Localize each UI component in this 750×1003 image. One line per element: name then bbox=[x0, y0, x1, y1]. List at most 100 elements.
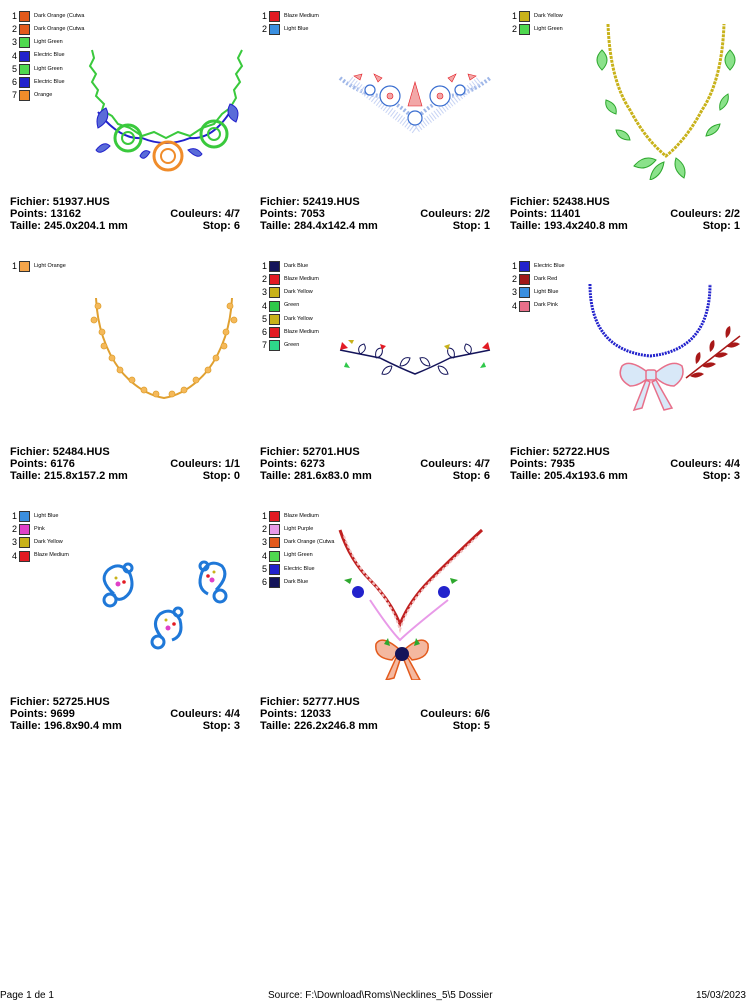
color-name: Dark Blue bbox=[284, 578, 309, 585]
colors-value: 1/1 bbox=[224, 458, 240, 470]
color-name: Electric Blue bbox=[34, 52, 65, 59]
color-index: 4 bbox=[11, 550, 17, 561]
color-index: 3 bbox=[11, 37, 17, 48]
color-name: Blaze Medium bbox=[284, 328, 319, 335]
size-value: 284.4x142.4 mm bbox=[294, 220, 378, 232]
colors-value: 4/7 bbox=[224, 208, 240, 220]
color-name: Green bbox=[284, 341, 300, 348]
color-swatch bbox=[19, 524, 30, 536]
points-label: Points: bbox=[260, 208, 298, 220]
color-swatch bbox=[519, 300, 530, 312]
color-index: 5 bbox=[11, 63, 17, 74]
size-label: Taille: bbox=[10, 720, 41, 732]
color-swatch bbox=[19, 550, 30, 562]
color-name: Light Green bbox=[34, 39, 63, 46]
color-swatch bbox=[269, 11, 280, 23]
color-index: 2 bbox=[511, 24, 517, 35]
color-index: 3 bbox=[261, 287, 267, 298]
points-label: Points: bbox=[510, 458, 548, 470]
file-name: 52725.HUS bbox=[52, 696, 110, 708]
size-value: 245.0x204.1 mm bbox=[44, 220, 128, 232]
color-index: 4 bbox=[261, 550, 267, 561]
points-value: 9699 bbox=[50, 708, 75, 720]
points-value: 6273 bbox=[300, 458, 325, 470]
points-value: 11401 bbox=[550, 208, 581, 220]
page-footer: Page 1 de 1 Source: F:\Download\Roms\Nec… bbox=[0, 989, 750, 1003]
stop-value: 6 bbox=[233, 220, 240, 232]
stop-label: Stop: bbox=[202, 720, 231, 732]
points-value: 7053 bbox=[300, 208, 325, 220]
points-label: Points: bbox=[260, 458, 298, 470]
color-index: 5 bbox=[261, 313, 267, 324]
colors-value: 6/6 bbox=[474, 708, 490, 720]
colors-value: 4/4 bbox=[224, 708, 240, 720]
colors-value: 2/2 bbox=[474, 208, 490, 220]
file-label: Fichier: bbox=[510, 446, 550, 458]
color-index: 3 bbox=[261, 537, 267, 548]
color-index: 6 bbox=[11, 77, 17, 88]
colors-value: 4/7 bbox=[474, 458, 490, 470]
color-name: Dark Blue bbox=[284, 262, 309, 269]
stop-label: Stop: bbox=[702, 470, 731, 482]
size-label: Taille: bbox=[260, 720, 291, 732]
size-value: 196.8x90.4 mm bbox=[44, 720, 122, 732]
color-index: 6 bbox=[261, 327, 267, 338]
color-swatch bbox=[19, 537, 30, 549]
color-name: Electric Blue bbox=[34, 78, 65, 85]
points-value: 13162 bbox=[50, 208, 81, 220]
color-swatch bbox=[519, 287, 530, 299]
color-index: 7 bbox=[11, 90, 17, 101]
color-name: Blaze Medium bbox=[284, 12, 319, 19]
color-name: Light Blue bbox=[284, 26, 309, 33]
color-swatch bbox=[19, 63, 30, 75]
embroidery-preview bbox=[330, 20, 500, 180]
stop-value: 5 bbox=[483, 720, 490, 732]
embroidery-preview bbox=[580, 20, 750, 180]
color-swatch bbox=[269, 511, 280, 523]
color-swatch bbox=[269, 550, 280, 562]
colors-label: Couleurs: bbox=[170, 208, 222, 220]
color-index: 1 bbox=[261, 511, 267, 522]
color-swatch bbox=[519, 11, 530, 23]
color-name: Dark Red bbox=[534, 276, 558, 283]
color-index: 1 bbox=[11, 11, 17, 22]
stop-label: Stop: bbox=[452, 470, 481, 482]
stop-label: Stop: bbox=[702, 220, 731, 232]
color-name: Light Blue bbox=[34, 512, 59, 519]
points-value: 7935 bbox=[550, 458, 575, 470]
legend-row: 5 Light Green bbox=[10, 63, 84, 76]
file-label: Fichier: bbox=[10, 196, 50, 208]
stop-value: 3 bbox=[233, 720, 240, 732]
file-label: Fichier: bbox=[510, 196, 550, 208]
size-label: Taille: bbox=[260, 220, 291, 232]
file-name: 52777.HUS bbox=[302, 696, 360, 708]
color-name: Pink bbox=[34, 526, 45, 533]
color-swatch bbox=[19, 11, 30, 23]
color-name: Light Green bbox=[34, 65, 63, 72]
file-label: Fichier: bbox=[10, 696, 50, 708]
